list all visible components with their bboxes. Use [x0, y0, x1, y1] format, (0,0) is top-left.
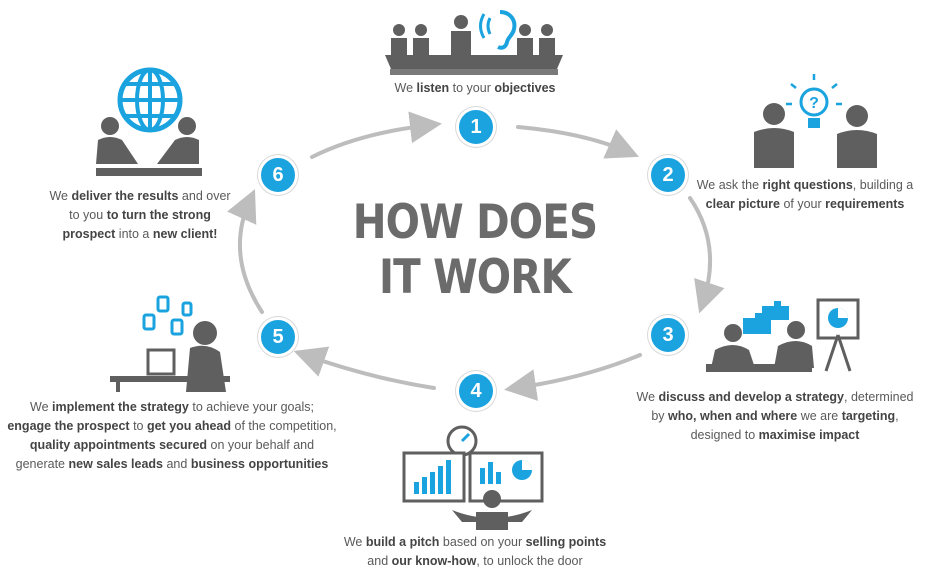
step-text-5: We implement the strategy to achieve you… [0, 398, 344, 474]
phone-work-icon [110, 295, 230, 392]
text-line: engage the prospect to get you ahead of … [7, 419, 337, 433]
question-lightbulb-icon: ? [754, 74, 877, 168]
text-line: We ask the right questions, building a [696, 178, 914, 192]
text-line: and our know-how, to unlock the door [367, 554, 583, 568]
text-line: prospect into a new client! [62, 227, 218, 241]
text-line: We deliver the results and over [49, 189, 231, 203]
svg-text:?: ? [809, 95, 819, 112]
text-line: quality appointments secured on your beh… [29, 438, 315, 452]
text-line: clear picture of your requirements [705, 197, 905, 211]
arrow-6-to-1 [310, 111, 442, 159]
text-line: We discuss and develop a strategy, deter… [636, 390, 914, 404]
arrow-3-to-4 [504, 353, 642, 401]
cycle-arrows [227, 111, 725, 401]
arrow-2-to-3 [688, 196, 725, 314]
title-line-2: IT WORK [378, 250, 572, 305]
text-line: to you to turn the strong [69, 208, 211, 222]
arrow-4-to-5 [293, 346, 436, 390]
meeting-listen-icon [385, 10, 563, 75]
text-line: generate new sales leads and business op… [15, 457, 329, 471]
step-text-1: We listen to your objectives [350, 79, 600, 98]
arrow-5-to-6 [227, 189, 264, 314]
globe-handshake-icon [96, 67, 202, 176]
step-text-3: We discuss and develop a strategy, deter… [625, 388, 925, 445]
step-badge-3: 3 [648, 315, 688, 355]
text-line: by who, when and where we are targeting, [651, 409, 899, 423]
step-badge-4: 4 [456, 371, 496, 411]
step-text-4: We build a pitch based on your selling p… [320, 533, 630, 570]
step-text-6: We deliver the results and over to you to… [30, 187, 250, 244]
text-line: We implement the strategy to achieve you… [30, 400, 314, 414]
text-line: We listen to your objectives [394, 81, 556, 95]
step-badge-6: 6 [258, 155, 298, 195]
step-text-2: We ask the right questions, building a cl… [685, 176, 925, 214]
pitch-charts-icon [402, 425, 544, 530]
step-badge-2: 2 [648, 155, 688, 195]
title-line-1: HOW DOES [352, 195, 598, 250]
text-line: designed to maximise impact [690, 428, 860, 442]
step-badge-5: 5 [258, 317, 298, 357]
step-badge-1: 1 [456, 107, 496, 147]
arrow-1-to-2 [516, 125, 639, 159]
text-line: We build a pitch based on your selling p… [343, 535, 607, 549]
strategy-puzzle-icon [706, 298, 860, 372]
